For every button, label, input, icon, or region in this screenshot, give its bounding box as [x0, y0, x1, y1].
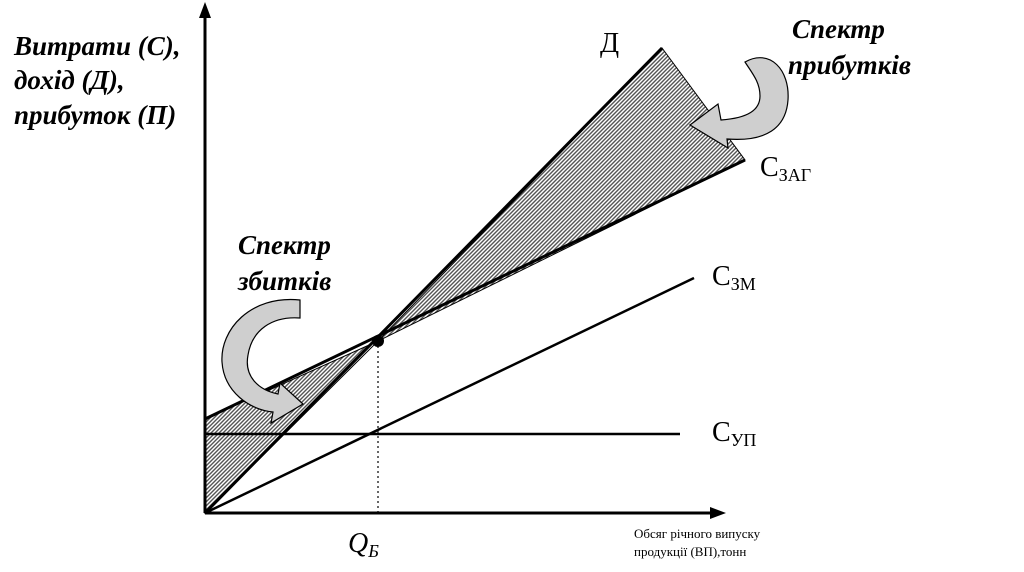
variable-cost-label-main: С	[712, 261, 731, 292]
fixed-cost-label-sub: УП	[731, 430, 757, 450]
breakeven-label-sub: Б	[367, 541, 379, 561]
breakeven-quantity-label: QБ	[348, 528, 379, 561]
profit-zone-label-line-2: прибутків	[788, 50, 911, 80]
x-axis-title-line-2: продукції (ВП),тонн	[634, 544, 746, 559]
y-axis-title-line-3: прибуток (П)	[14, 100, 176, 130]
x-axis-arrowhead	[710, 507, 726, 519]
total-cost-line-label: СЗАГ	[760, 152, 811, 185]
total-cost-line	[204, 158, 746, 421]
variable-cost-label-sub: ЗМ	[731, 274, 756, 294]
profit-zone-area	[377, 47, 746, 342]
revenue-line-label: Д	[600, 28, 619, 59]
revenue-label-main: Д	[600, 28, 619, 59]
loss-zone-label-line-2: збитків	[237, 266, 331, 296]
y-axis-title-line-1: Витрати (С),	[13, 31, 181, 61]
profit-curved-arrow	[688, 57, 789, 150]
loss-zone-label-line-1: Спектр	[238, 230, 331, 260]
variable-cost-line-label: СЗМ	[712, 261, 756, 294]
loss-curved-arrow	[221, 298, 305, 425]
breakeven-label-main: Q	[348, 528, 368, 559]
total-cost-label-sub: ЗАГ	[779, 165, 811, 185]
x-axis-title-line-1: Обсяг річного випуску	[634, 526, 761, 541]
y-axis-arrowhead	[199, 2, 211, 18]
revenue-line	[203, 46, 664, 515]
breakeven-point	[372, 335, 384, 347]
fixed-cost-line-label: СУП	[712, 417, 756, 450]
total-cost-label-main: С	[760, 152, 779, 183]
y-axis-title-line-2: дохід (Д),	[14, 65, 125, 95]
variable-cost-line	[204, 276, 695, 515]
fixed-cost-label-main: С	[712, 417, 731, 448]
profit-zone-label-line-1: Спектр	[792, 14, 885, 44]
